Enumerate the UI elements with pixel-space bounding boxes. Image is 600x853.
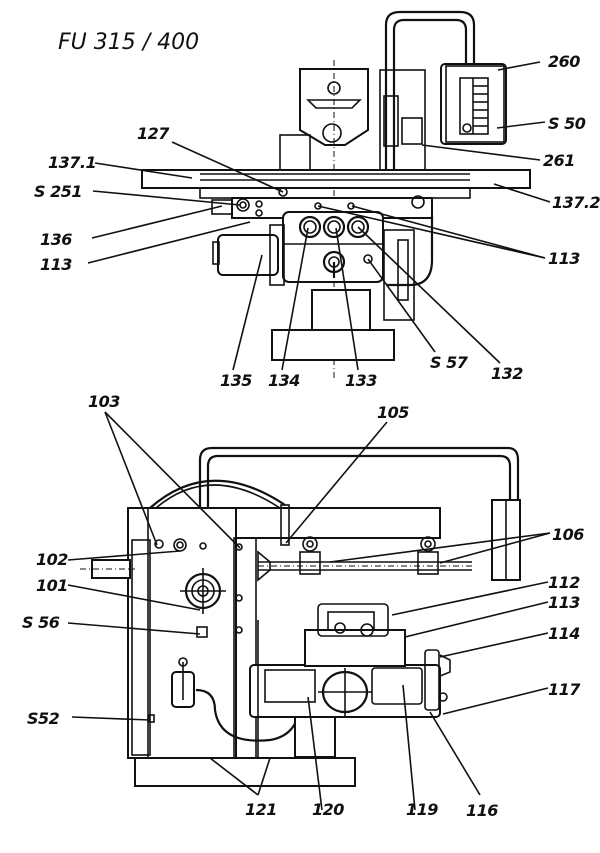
- label-s52: S52: [27, 709, 60, 728]
- label-135: 135: [220, 371, 252, 390]
- label-134: 134: [268, 371, 300, 390]
- label-s50: S 50: [548, 114, 586, 133]
- label-137-2: 137.2: [552, 193, 600, 212]
- label-120: 120: [312, 800, 344, 819]
- label-137-1: 137.1: [48, 153, 97, 172]
- label-117: 117: [548, 680, 580, 699]
- label-114: 114: [548, 624, 580, 643]
- label-127: 127: [137, 124, 169, 143]
- label-121: 121: [245, 800, 277, 819]
- overarm-bracket-side: [198, 446, 520, 508]
- base: [271, 329, 395, 361]
- spindle-head: [299, 68, 369, 146]
- label-261: 261: [543, 151, 575, 170]
- front-view: [141, 10, 531, 380]
- side-view: [80, 446, 521, 787]
- label-102: 102: [36, 550, 68, 569]
- label-112: 112: [548, 573, 580, 592]
- panel-switches: [459, 77, 489, 135]
- label-s56: S 56: [22, 613, 60, 632]
- label-s57: S 57: [430, 353, 468, 372]
- label-113-top-right: 113: [548, 249, 580, 268]
- feed-motor: [217, 234, 279, 276]
- lever-136: [211, 199, 233, 215]
- label-113-top-left: 113: [40, 255, 72, 274]
- label-103: 103: [88, 392, 120, 411]
- coolant-hose: [149, 479, 286, 509]
- label-105: 105: [377, 403, 409, 422]
- label-116: 116: [466, 801, 498, 820]
- label-136: 136: [40, 230, 72, 249]
- base-side: [134, 757, 356, 787]
- label-101: 101: [36, 576, 68, 595]
- label-s251: S 251: [34, 182, 83, 201]
- label-260: 260: [548, 52, 580, 71]
- label-119: 119: [406, 800, 438, 819]
- label-113-side: 113: [548, 593, 580, 612]
- leader-lines-top: [87, 61, 551, 371]
- overarm-bracket: [384, 10, 476, 180]
- machine-table: [141, 169, 531, 189]
- leader-lines-side: [67, 411, 551, 811]
- label-132: 132: [491, 364, 523, 383]
- label-106: 106: [552, 525, 584, 544]
- machine-model-title: FU 315 / 400: [58, 30, 200, 55]
- label-133: 133: [345, 371, 377, 390]
